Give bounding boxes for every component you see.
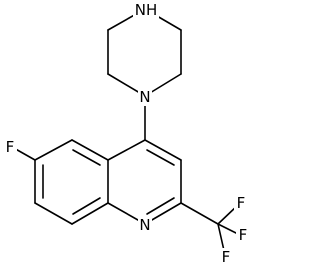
- double-bond-inner: [72, 197, 101, 215]
- bond: [144, 139, 182, 161]
- piperazine-ring: [107, 8, 182, 97]
- fluorine-ring-label: F: [6, 138, 15, 156]
- fluorine-cf3-right-label: F: [239, 226, 248, 244]
- n-quinoline-label: N: [139, 216, 150, 234]
- atom-n-quinoline: N: [138, 216, 152, 234]
- bond: [34, 202, 73, 225]
- double-bond-inner: [72, 149, 101, 166]
- atom-fluorine-cf3-bottom: F: [219, 248, 233, 266]
- atom-fluorine-cf3-top: F: [234, 194, 248, 212]
- label-mask: [3, 138, 17, 156]
- pyridine-ring: [107, 139, 182, 225]
- bond: [71, 139, 109, 161]
- atom-n-piperazine: N: [138, 88, 152, 106]
- fluorine-cf3-bottom-label: F: [222, 248, 231, 266]
- label-mask: [133, 1, 159, 19]
- label-mask: [219, 248, 233, 266]
- label-mask: [234, 194, 248, 212]
- atom-fluorine-ring: F: [3, 138, 17, 156]
- bond: [34, 139, 73, 161]
- label-mask: [138, 88, 152, 106]
- label-mask: [138, 216, 152, 234]
- n-piperazine-label: N: [139, 88, 150, 106]
- bond: [71, 202, 109, 225]
- fluorine-cf3-top-label: F: [237, 194, 246, 212]
- bond: [180, 202, 219, 225]
- benzene-ring: [34, 139, 109, 225]
- atom-nh: NH: [133, 1, 159, 19]
- double-bond-inner: [146, 149, 175, 166]
- nh-label: NH: [135, 1, 158, 19]
- double-bond-inner: [146, 197, 175, 215]
- bond: [107, 139, 146, 161]
- label-mask: [236, 226, 250, 244]
- substituent-bonds: [11, 146, 241, 256]
- atom-fluorine-cf3-right: F: [236, 226, 250, 244]
- molecule-structure: NH N N F F F F: [3, 1, 250, 266]
